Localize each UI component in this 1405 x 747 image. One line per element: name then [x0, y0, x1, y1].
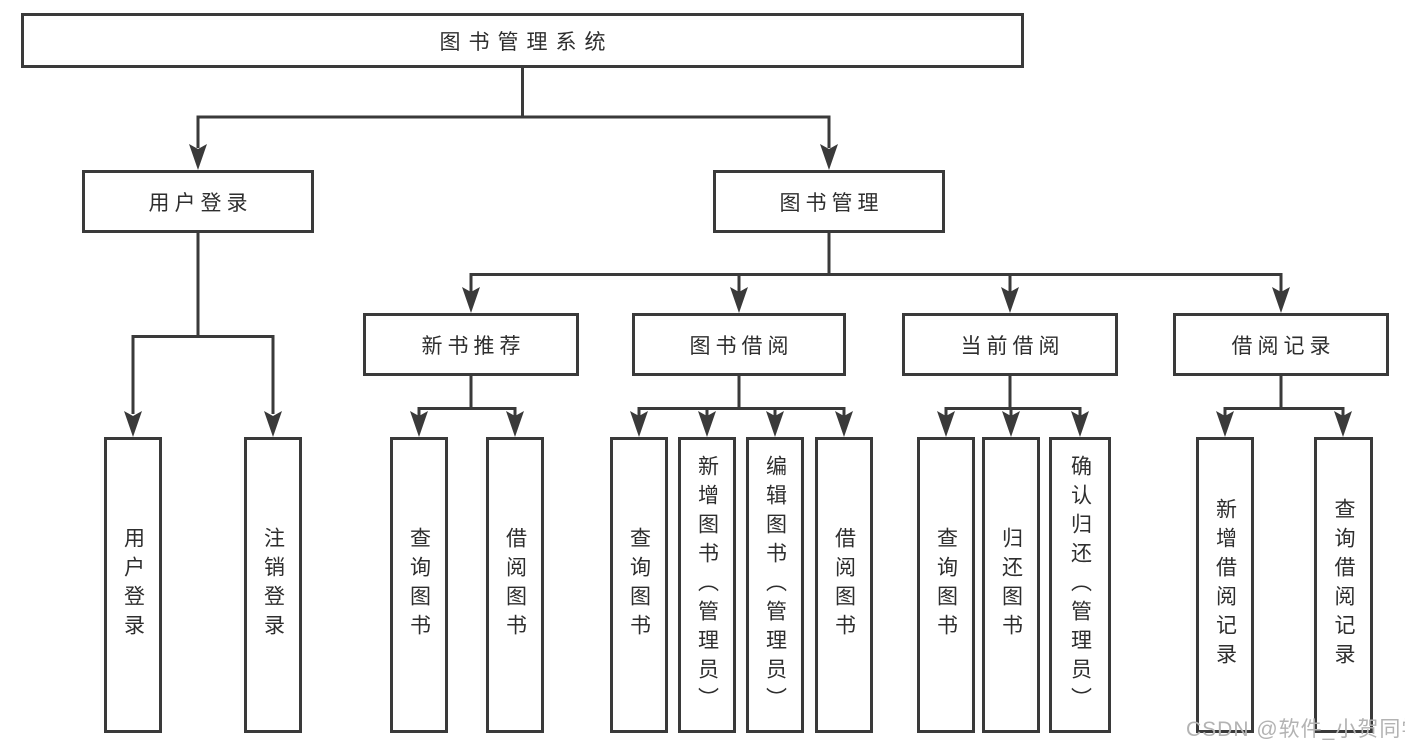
- leaf-query-books-current: 查询图书: [917, 437, 975, 733]
- leaf-label: 新增图书（管理员）: [695, 454, 719, 716]
- node-label: 新书推荐: [421, 334, 526, 358]
- node-new-book-recommendation: 新书推荐: [363, 313, 579, 376]
- leaf-return-book: 归还图书: [982, 437, 1040, 733]
- leaf-confirm-return-admin: 确认归还（管理员）: [1049, 437, 1111, 733]
- arrowhead-icon: [462, 287, 480, 313]
- wires-book-management: [462, 233, 1290, 313]
- leaf-label: 查询图书: [627, 527, 651, 643]
- watermark-csdn: CSDN @软件_小贺同学: [1186, 718, 1405, 741]
- node-library-management-system: 图书管理系统: [21, 13, 1024, 68]
- wires-book-borrowing: [630, 376, 853, 437]
- wires-new-book-recommendation: [410, 376, 524, 437]
- leaf-label: 注销登录: [261, 527, 285, 643]
- wires-borrowing-records: [1216, 376, 1352, 437]
- wires-root-to-level2: [189, 68, 838, 170]
- leaf-logout: 注销登录: [244, 437, 302, 733]
- arrowhead-icon: [1272, 287, 1290, 313]
- arrowhead-icon: [937, 411, 955, 437]
- leaf-add-borrow-record: 新增借阅记录: [1196, 437, 1254, 733]
- leaf-query-books-borrow: 查询图书: [610, 437, 668, 733]
- arrowhead-icon: [698, 411, 716, 437]
- wires-current-borrowing: [937, 376, 1089, 437]
- leaf-borrow-books-recommend: 借阅图书: [486, 437, 544, 733]
- arrowhead-icon: [835, 411, 853, 437]
- leaf-query-books-recommend: 查询图书: [390, 437, 448, 733]
- arrowhead-icon: [410, 411, 428, 437]
- node-book-management: 图书管理: [713, 170, 945, 233]
- leaf-label: 查询借阅记录: [1332, 498, 1356, 672]
- leaf-borrow-book: 借阅图书: [815, 437, 873, 733]
- wires-user-login: [124, 233, 282, 437]
- node-label: 图书借阅: [689, 334, 794, 358]
- arrowhead-icon: [1002, 411, 1020, 437]
- leaf-label: 确认归还（管理员）: [1068, 454, 1092, 716]
- leaf-label: 归还图书: [999, 527, 1023, 643]
- node-current-borrowing: 当前借阅: [902, 313, 1118, 376]
- arrowhead-icon: [1071, 411, 1089, 437]
- node-book-borrowing: 图书借阅: [632, 313, 846, 376]
- arrowhead-icon: [1216, 411, 1234, 437]
- leaf-label: 借阅图书: [503, 527, 527, 643]
- leaf-edit-book-admin: 编辑图书（管理员）: [746, 437, 804, 733]
- arrowhead-icon: [506, 411, 524, 437]
- leaf-label: 新增借阅记录: [1213, 498, 1237, 672]
- arrowhead-icon: [1334, 411, 1352, 437]
- arrowhead-icon: [264, 411, 282, 437]
- arrowhead-icon: [189, 144, 207, 170]
- arrowhead-icon: [730, 287, 748, 313]
- leaf-label: 编辑图书（管理员）: [763, 454, 787, 716]
- arrowhead-icon: [820, 144, 838, 170]
- leaf-add-book-admin: 新增图书（管理员）: [678, 437, 736, 733]
- node-label: 用户登录: [148, 191, 253, 215]
- node-label: 图书管理: [779, 191, 884, 215]
- leaf-label: 查询图书: [407, 527, 431, 643]
- node-label: 图书管理系统: [439, 30, 614, 54]
- node-user-login: 用户登录: [82, 170, 314, 233]
- arrowhead-icon: [1001, 287, 1019, 313]
- node-borrowing-records: 借阅记录: [1173, 313, 1389, 376]
- arrowhead-icon: [124, 411, 142, 437]
- node-label: 借阅记录: [1231, 334, 1336, 358]
- leaf-label: 查询图书: [934, 527, 958, 643]
- leaf-label: 借阅图书: [832, 527, 856, 643]
- leaf-label: 用户登录: [121, 527, 145, 643]
- arrowhead-icon: [766, 411, 784, 437]
- node-label: 当前借阅: [960, 334, 1065, 358]
- leaf-query-borrow-record: 查询借阅记录: [1314, 437, 1373, 733]
- arrowhead-icon: [630, 411, 648, 437]
- leaf-user-login: 用户登录: [104, 437, 162, 733]
